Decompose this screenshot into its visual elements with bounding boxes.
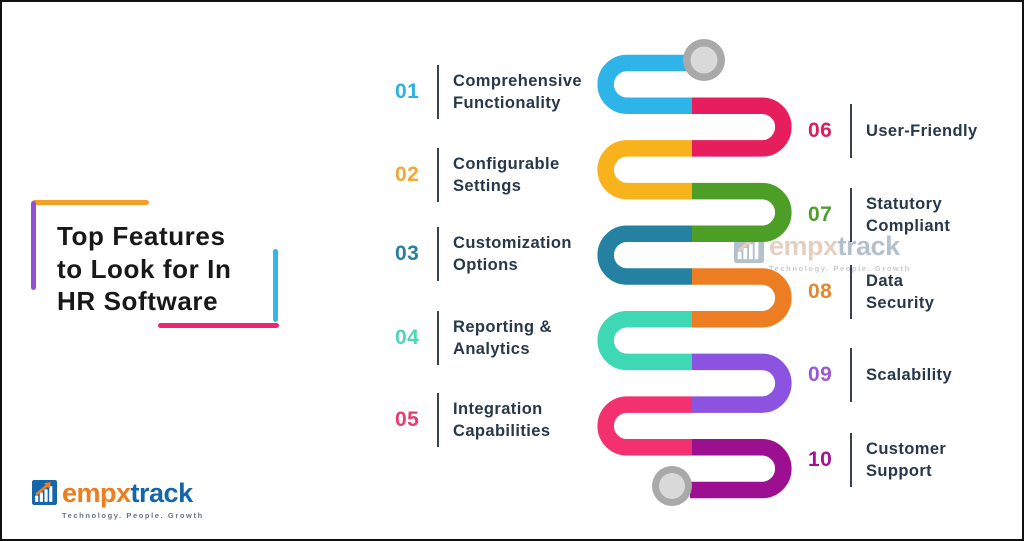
feature-number: 01 bbox=[395, 80, 420, 103]
feature-item-08: 08 Data Security bbox=[808, 263, 934, 321]
feature-divider bbox=[437, 148, 439, 202]
feature-label: Integration Capabilities bbox=[453, 399, 551, 441]
page-title: Top Features to Look for In HR Software bbox=[57, 221, 232, 316]
feature-number: 09 bbox=[808, 363, 833, 386]
accent-line-cyan bbox=[273, 249, 278, 322]
logo-tagline: Technology. People. Growth bbox=[62, 511, 204, 520]
feature-item-05: 05 Integration Capabilities bbox=[395, 391, 550, 449]
feature-number: 10 bbox=[808, 448, 833, 471]
feature-number: 06 bbox=[808, 119, 833, 142]
logo-text: empxtrack Technology. People. Growth bbox=[769, 233, 911, 274]
end-node bbox=[652, 466, 692, 506]
feature-item-02: 02 Configurable Settings bbox=[395, 146, 560, 204]
feature-divider bbox=[850, 433, 852, 487]
accent-line-orange bbox=[32, 200, 149, 205]
accent-line-pink bbox=[158, 323, 279, 328]
feature-label: Reporting & Analytics bbox=[453, 317, 552, 359]
snake-segment-01-cyan bbox=[597, 54, 702, 114]
brand-logo: empxtrack Technology. People. Growth bbox=[32, 480, 204, 520]
feature-number: 05 bbox=[395, 408, 420, 431]
feature-divider bbox=[850, 104, 852, 158]
feature-divider bbox=[850, 348, 852, 402]
logo-chart-icon bbox=[32, 480, 57, 505]
logo-word-empx: empx bbox=[62, 478, 131, 508]
snake-segment-06-crimson bbox=[692, 97, 792, 157]
snake-segment-08-orange bbox=[692, 268, 792, 328]
feature-item-04: 04 Reporting & Analytics bbox=[395, 309, 552, 367]
feature-label: Data Security bbox=[866, 271, 935, 313]
feature-divider bbox=[850, 188, 852, 242]
feature-item-01: 01 Comprehensive Functionality bbox=[395, 63, 582, 121]
feature-item-09: 09 Scalability bbox=[808, 346, 952, 404]
feature-number: 02 bbox=[395, 163, 420, 186]
watermark-logo: empxtrack Technology. People. Growth bbox=[734, 233, 911, 273]
logo-wordmark: empxtrack bbox=[62, 480, 204, 507]
feature-label: Configurable Settings bbox=[453, 154, 560, 196]
feature-label: Statutory Compliant bbox=[866, 194, 951, 236]
feature-item-07: 07 Statutory Compliant bbox=[808, 186, 950, 244]
snake-segment-05-pink bbox=[597, 396, 692, 456]
accent-line-purple bbox=[31, 201, 36, 290]
feature-divider bbox=[437, 311, 439, 365]
feature-number: 04 bbox=[395, 326, 420, 349]
feature-label: Customization Options bbox=[453, 233, 572, 275]
feature-label: Scalability bbox=[866, 365, 953, 384]
feature-divider bbox=[437, 65, 439, 119]
logo-word-track: track bbox=[837, 231, 901, 261]
logo-tagline: Technology. People. Growth bbox=[769, 264, 911, 273]
snake-segment-02-yellow bbox=[597, 140, 692, 200]
logo-word-empx: empx bbox=[769, 231, 838, 261]
feature-divider bbox=[437, 227, 439, 281]
feature-label: User-Friendly bbox=[866, 121, 978, 140]
feature-number: 03 bbox=[395, 242, 420, 265]
snake-segment-03-teal bbox=[597, 225, 692, 285]
feature-label: Customer Support bbox=[866, 439, 947, 481]
snake-segment-10-magenta bbox=[690, 439, 792, 499]
feature-item-03: 03 Customization Options bbox=[395, 225, 572, 283]
feature-item-06: 06 User-Friendly bbox=[808, 102, 978, 160]
snake-segment-09-purple bbox=[692, 353, 792, 413]
snake-segment-04-mint bbox=[597, 310, 692, 371]
feature-label: Comprehensive Functionality bbox=[453, 71, 582, 113]
feature-divider bbox=[850, 265, 852, 319]
feature-number: 08 bbox=[808, 280, 833, 303]
feature-divider bbox=[437, 393, 439, 447]
logo-wordmark: empxtrack bbox=[769, 233, 911, 260]
logo-word-track: track bbox=[130, 478, 194, 508]
feature-number: 07 bbox=[808, 203, 833, 226]
snake-segment-07-green bbox=[692, 182, 792, 243]
logo-text: empxtrack Technology. People. Growth bbox=[62, 480, 204, 521]
feature-item-10: 10 Customer Support bbox=[808, 431, 946, 489]
start-node bbox=[683, 39, 725, 81]
